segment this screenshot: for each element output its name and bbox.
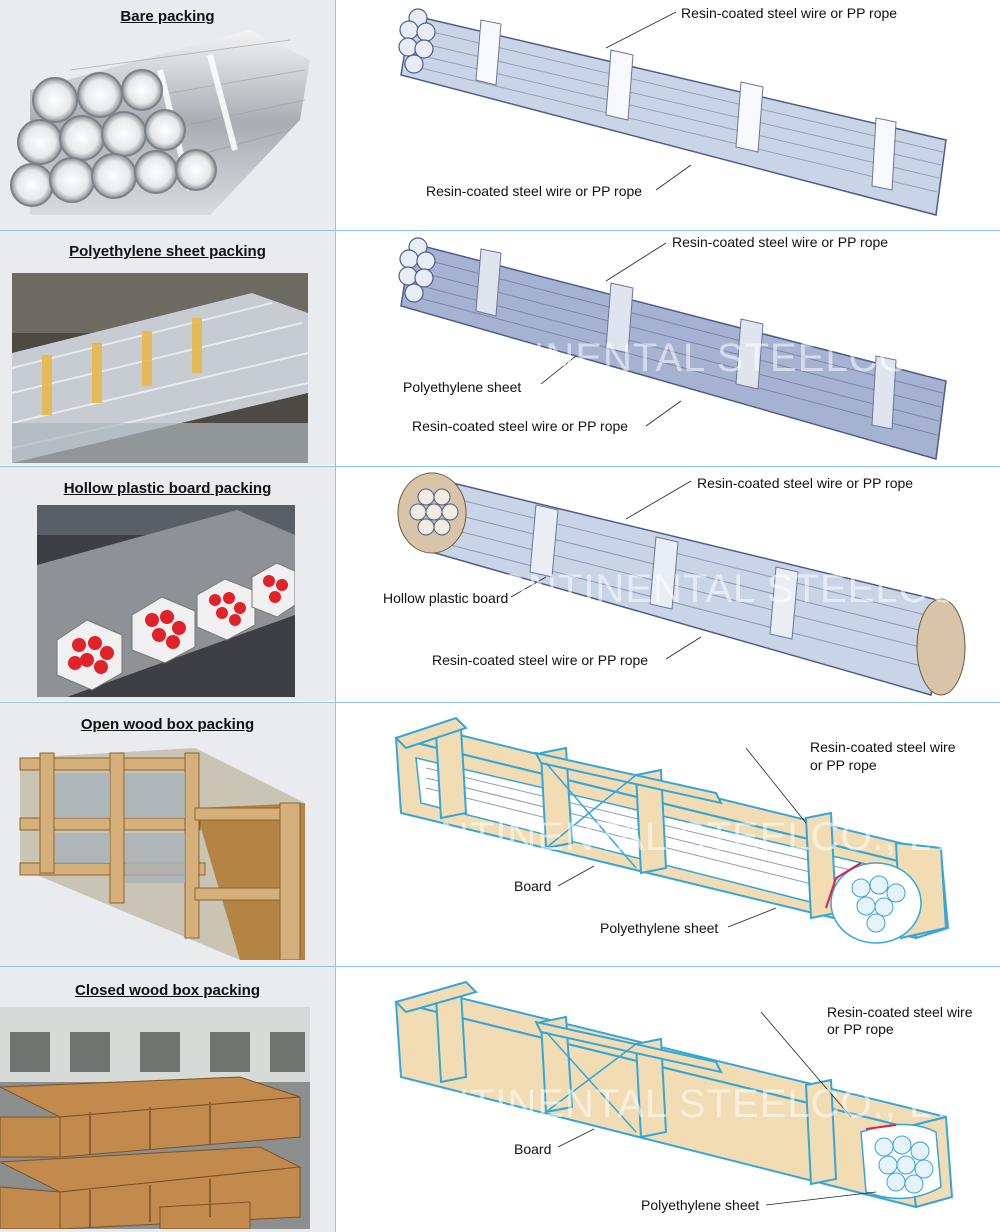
row-open-wood-box-packing: Open wood box packing <box>0 703 1000 966</box>
hollow-board-photo <box>37 505 295 697</box>
hollow-board-diagram: CONTINENTAL STEELCO., LTD. Resin-coated … <box>336 467 1000 701</box>
closed-wood-box-diagram: CONTINENTAL STEELCO., LTD. Resin-coated … <box>336 967 1000 1232</box>
sheet-label: Polyethylene sheet <box>600 920 719 936</box>
bare-pipes-photo <box>10 30 325 225</box>
section-title: Closed wood box packing <box>74 982 261 999</box>
wire-label-top: Resin-coated steel wire or PP rope <box>681 5 898 21</box>
board-label: Hollow plastic board <box>383 590 509 606</box>
row-divider <box>0 702 1000 703</box>
sheet-label: Polyethylene sheet <box>641 1197 760 1213</box>
row-divider <box>0 230 1000 231</box>
wire-label-top: Resin-coated steel wire or PP rope <box>672 234 889 250</box>
row-polyethylene-sheet-packing: Polyethylene sheet packing <box>0 231 1000 465</box>
photo-panel: Open wood box packing <box>0 703 335 966</box>
watermark: CONTINENTAL STEELCO., LTD. <box>416 336 1000 380</box>
wire-label-line2: or PP rope <box>810 757 877 773</box>
section-title: Open wood box packing <box>80 716 255 733</box>
row-divider <box>0 966 1000 967</box>
row-bare-packing: Bare packing <box>0 0 1000 230</box>
wire-label-top: Resin-coated steel wire or PP rope <box>697 475 914 491</box>
open-wood-box-photo <box>15 748 305 960</box>
section-title: Hollow plastic board packing <box>63 480 272 497</box>
board-label: Board <box>514 1141 552 1157</box>
watermark: CONTINENTAL STEELCO., LTD. <box>378 1082 997 1126</box>
wire-label-line1: Resin-coated steel wire <box>827 1004 973 1020</box>
wire-label-bottom: Resin-coated steel wire or PP rope <box>432 652 649 668</box>
wire-label-line1: Resin-coated steel wire <box>810 739 956 755</box>
wire-label-bottom: Resin-coated steel wire or PP rope <box>412 418 629 434</box>
row-hollow-plastic-board-packing: Hollow plastic board packing <box>0 467 1000 701</box>
watermark: CONTINENTAL STEELCO., LTD. <box>466 567 1000 611</box>
watermark: CONTINENTAL STEELCO., LTD. <box>378 815 997 859</box>
row-closed-wood-box-packing: Closed wood box packing <box>0 967 1000 1232</box>
board-label: Board <box>514 878 552 894</box>
photo-panel: Closed wood box packing <box>0 967 335 1232</box>
photo-panel: Bare packing <box>0 0 335 230</box>
section-title: Bare packing <box>120 8 215 25</box>
sheet-label: Polyethylene sheet <box>403 379 522 395</box>
section-title: Polyethylene sheet packing <box>69 243 266 260</box>
open-wood-box-diagram: CONTINENTAL STEELCO., LTD. Resin-coated … <box>336 703 1000 966</box>
photo-panel: Polyethylene sheet packing <box>0 231 335 465</box>
polyethylene-diagram: CONTINENTAL STEELCO., LTD. Resin-coated … <box>336 231 1000 465</box>
wire-label-bottom: Resin-coated steel wire or PP rope <box>426 183 643 199</box>
closed-wood-box-photo <box>0 1007 310 1229</box>
photo-panel: Hollow plastic board packing <box>0 467 335 701</box>
row-divider <box>0 466 1000 467</box>
polyethylene-photo <box>12 273 308 463</box>
column-divider <box>335 0 336 1232</box>
bare-packing-diagram: Resin-coated steel wire or PP rope Resin… <box>336 0 1000 230</box>
wire-label-line2: or PP rope <box>827 1021 894 1037</box>
